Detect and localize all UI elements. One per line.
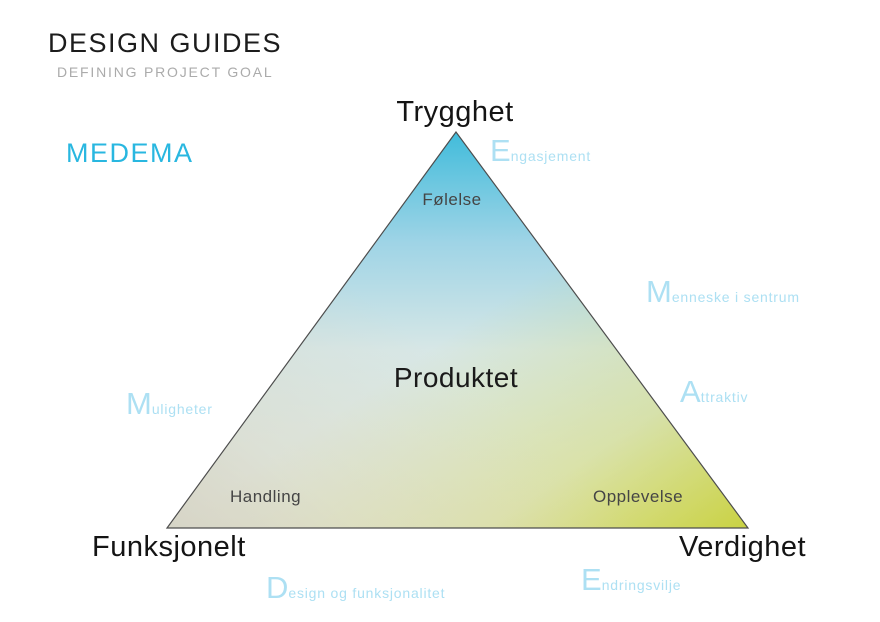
- inner-label-top: Følelse: [422, 190, 482, 209]
- keyword-initial: D: [266, 570, 289, 605]
- page-subtitle: DEFINING PROJECT GOAL: [57, 64, 274, 80]
- page-title: DESIGN GUIDES: [48, 28, 283, 58]
- inner-label-bottom-left: Handling: [230, 487, 302, 506]
- vertex-label-bottom-right: Verdighet: [679, 531, 807, 563]
- keyword-rest: ndringsvilje: [601, 577, 682, 593]
- triangle-shape-gray-overlay: [167, 132, 748, 528]
- keyword-rest: ttraktiv: [700, 389, 749, 405]
- triangle-center-label: Produktet: [393, 362, 519, 393]
- vertex-label-top: Trygghet: [396, 96, 514, 128]
- keyword-initial: M: [646, 274, 672, 309]
- keyword-rest: uligheter: [151, 401, 213, 417]
- triangle-diagram: [160, 124, 756, 532]
- triangle-outline: [165, 130, 750, 529]
- keyword-initial: E: [490, 133, 511, 168]
- keyword-initial: M: [126, 386, 152, 421]
- keyword-rest: ngasjement: [510, 148, 592, 164]
- vertex-label-bottom-left: Funksjonelt: [92, 531, 246, 563]
- triangle-svg: [165, 130, 750, 529]
- keyword-initial: A: [680, 374, 701, 409]
- keyword-rest: enneske i sentrum: [671, 289, 800, 305]
- brand-name: MEDEMA: [66, 138, 194, 168]
- keyword-initial: E: [581, 562, 602, 597]
- keyword-rest: esign og funksjonalitet: [288, 585, 446, 601]
- inner-label-bottom-right: Opplevelse: [593, 487, 684, 506]
